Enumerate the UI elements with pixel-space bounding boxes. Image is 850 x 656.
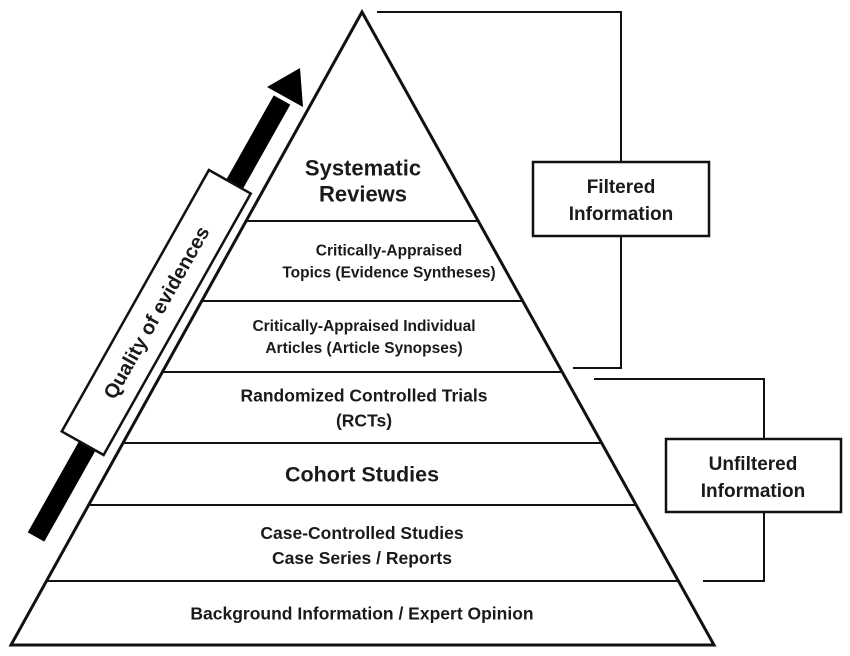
arrow-up-icon: [267, 68, 303, 107]
unfiltered-bracket-line-top: [594, 378, 765, 439]
pyramid-level-1-line-2: Reviews: [319, 181, 407, 206]
pyramid-level-6-line-2: Case Series / Reports: [272, 548, 452, 568]
filtered-label-line-1: Filtered: [587, 177, 656, 198]
filtered-bracket-line-top: [377, 11, 622, 162]
unfiltered-label-line-2: Information: [701, 481, 806, 502]
pyramid-level-3-line-1: Critically-Appraised Individual: [252, 318, 475, 335]
filtered-information-box: [531, 160, 711, 238]
pyramid: SystematicReviewsCritically-AppraisedTop…: [8, 8, 717, 647]
pyramid-level-6-line-1: Case-Controlled Studies: [260, 523, 463, 543]
pyramid-level-5-line-1: Cohort Studies: [285, 463, 439, 487]
filtered-label-line-2: Information: [569, 204, 674, 225]
pyramid-outline: [8, 8, 717, 647]
band-labels: SystematicReviewsCritically-AppraisedTop…: [190, 155, 533, 623]
pyramid-level-1-line-1: Systematic: [305, 155, 421, 180]
band-dividers: [46, 220, 679, 582]
pyramid-level-7-line-1: Background Information / Expert Opinion: [190, 603, 533, 623]
unfiltered-bracket: Unfiltered Information: [594, 378, 843, 582]
unfiltered-label-line-1: Unfiltered: [709, 454, 798, 475]
pyramid-level-2-line-1: Critically-Appraised: [316, 243, 462, 260]
pyramid-level-4-line-1: Randomized Controlled Trials: [241, 385, 488, 405]
arrow-label-rect: [60, 168, 253, 457]
pyramid-level-4-line-2: (RCTs): [336, 410, 392, 430]
unfiltered-bracket-line-bottom: [703, 512, 765, 582]
filtered-bracket: Filtered Information: [377, 11, 711, 369]
unfiltered-information-box: [664, 437, 843, 514]
filtered-bracket-line-bottom: [573, 236, 622, 369]
pyramid-level-2-line-2: Topics (Evidence Syntheses): [282, 265, 495, 282]
pyramid-level-3-line-2: Articles (Article Synopses): [265, 340, 462, 357]
